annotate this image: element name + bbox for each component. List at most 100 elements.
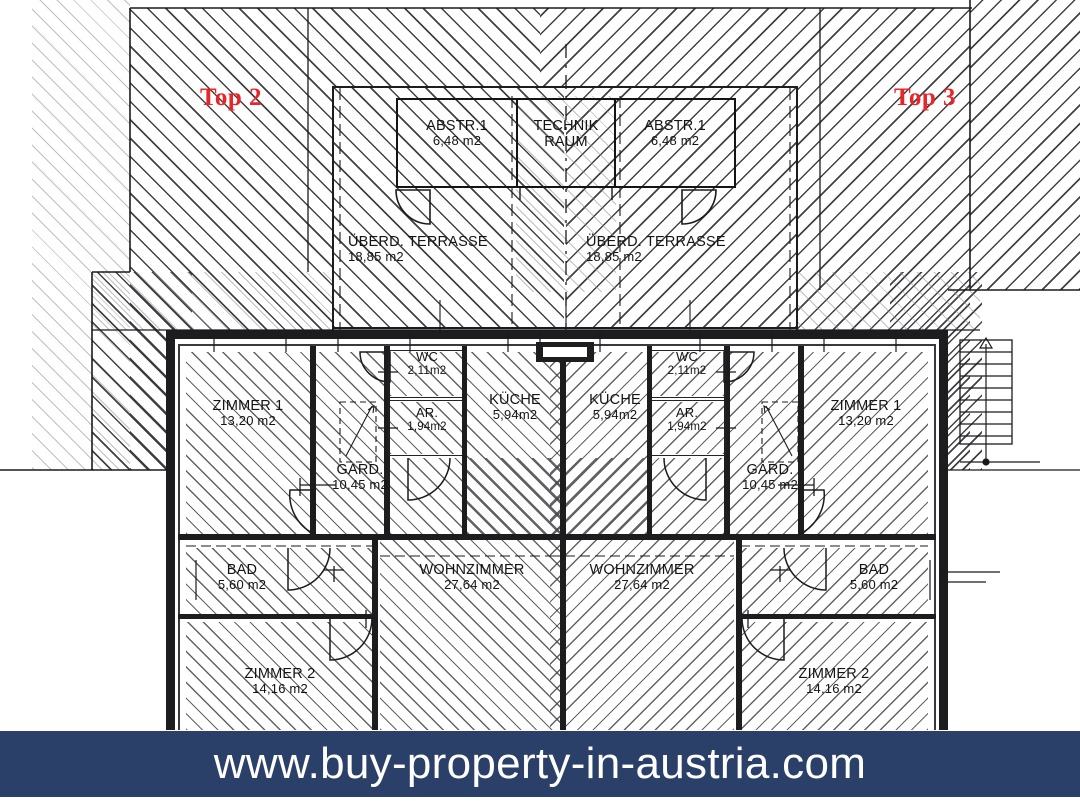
label-terrasse-left: ÜBERD. TERRASSE 18,85 m2 bbox=[348, 234, 548, 265]
room-area: 13,20 m2 bbox=[838, 413, 894, 429]
room-name-line2: RAUM bbox=[544, 134, 588, 151]
label-abstr-left: ABSTR.1 6,48 m2 bbox=[396, 118, 518, 149]
label-wohnzimmer-left: WOHNZIMMER 27,64 m2 bbox=[380, 562, 564, 593]
room-area: 1,94m2 bbox=[667, 420, 707, 433]
room-area: 1,94m2 bbox=[407, 420, 447, 433]
fill-bad-right bbox=[740, 548, 928, 616]
terrace-outer-right bbox=[796, 86, 798, 330]
fill-zimmer1-left bbox=[186, 352, 310, 534]
room-abstr-right bbox=[614, 98, 736, 188]
fill-gard-right bbox=[728, 352, 800, 534]
fill-ar-left bbox=[390, 402, 462, 454]
fill-gard-left bbox=[314, 352, 386, 534]
room-name: BAD bbox=[226, 562, 258, 578]
label-kueche-right: KÜCHE 5,94m2 bbox=[566, 392, 664, 423]
label-terrasse-right: ÜBERD. TERRASSE 18,85 m2 bbox=[586, 234, 786, 265]
room-name: ZIMMER 1 bbox=[830, 398, 902, 414]
room-name: ZIMMER 2 bbox=[798, 666, 870, 682]
wall-zimmer1-left-right bbox=[310, 346, 316, 536]
wall-kueche-left bbox=[462, 346, 467, 536]
room-name: BAD bbox=[858, 562, 890, 578]
watermark-url: www.buy-property-in-austria.com bbox=[213, 739, 867, 788]
room-area: 6,48 m2 bbox=[650, 133, 700, 149]
room-name: WOHNZIMMER bbox=[419, 562, 525, 578]
fill-ar-right bbox=[652, 402, 724, 454]
fill-gard-right-lower bbox=[550, 458, 724, 534]
room-name: ZIMMER 1 bbox=[212, 398, 284, 414]
label-zimmer2-right: ZIMMER 2 14,16 m2 bbox=[740, 666, 928, 697]
shell-wall-right bbox=[939, 330, 948, 730]
room-area: 5,94m2 bbox=[592, 407, 638, 423]
room-name: KÜCHE bbox=[589, 392, 641, 408]
label-technik-raum: TECHNIK RAUM bbox=[512, 118, 620, 150]
terrace-outer-top bbox=[332, 86, 798, 88]
shell-wall-left bbox=[166, 330, 175, 730]
wall-gard-right-left bbox=[724, 346, 730, 536]
room-name: ÜBERD. TERRASSE bbox=[586, 234, 726, 250]
room-name: WC bbox=[415, 349, 439, 364]
label-abstr-right: ABSTR.1 6,48 m2 bbox=[614, 118, 736, 149]
room-name: AR. bbox=[415, 405, 439, 420]
wall-left-midhoriz bbox=[178, 534, 566, 540]
label-ar-left: AR. 1,94m2 bbox=[388, 405, 466, 433]
label-kueche-left: KÜCHE 5,94m2 bbox=[466, 392, 564, 423]
fill-wohnzimmer-left bbox=[380, 540, 564, 730]
room-area: 2,11m2 bbox=[667, 364, 707, 377]
label-bad-left: BAD 5,60 m2 bbox=[186, 562, 298, 593]
room-area: 2,11m2 bbox=[407, 364, 447, 377]
terrace-outer-left bbox=[332, 86, 334, 330]
room-name: AR. bbox=[675, 405, 699, 420]
wall-bad-left-right bbox=[372, 540, 378, 730]
room-name: ZIMMER 2 bbox=[244, 666, 316, 682]
room-area: 5,60 m2 bbox=[849, 577, 899, 593]
room-area: 13,20 m2 bbox=[220, 413, 276, 429]
wall-bad-right-bottom bbox=[740, 614, 936, 619]
room-area: 27,64 m2 bbox=[444, 577, 500, 593]
site-hatch-right bbox=[970, 0, 1080, 290]
label-gard-left: GARD. 10,45 m2 bbox=[300, 462, 420, 493]
room-name: ABSTR.1 bbox=[426, 118, 488, 134]
fill-wohnzimmer-right bbox=[550, 540, 734, 730]
void-top-left bbox=[0, 0, 32, 470]
room-area: 5,94m2 bbox=[492, 407, 538, 423]
room-area: 27,64 m2 bbox=[614, 577, 670, 593]
label-wc-left: WC 2,11m2 bbox=[388, 349, 466, 377]
room-area: 18,85 m2 bbox=[586, 249, 642, 265]
room-name: KÜCHE bbox=[489, 392, 541, 408]
room-name: GARD. bbox=[336, 462, 384, 478]
wall-bad-right-left bbox=[736, 540, 742, 730]
room-name: ÜBERD. TERRASSE bbox=[348, 234, 488, 250]
room-area: 6,48 m2 bbox=[432, 133, 482, 149]
fill-wc-left bbox=[390, 352, 462, 396]
label-bad-right: BAD 5,60 m2 bbox=[818, 562, 930, 593]
room-name: ABSTR.1 bbox=[644, 118, 706, 134]
fill-bad-left bbox=[186, 548, 374, 616]
label-zimmer1-left: ZIMMER 1 13,20 m2 bbox=[186, 398, 310, 429]
room-name: GARD. bbox=[746, 462, 794, 478]
room-name: WC bbox=[675, 349, 699, 364]
room-area: 18,85 m2 bbox=[348, 249, 404, 265]
wall-bad-left-bottom bbox=[178, 614, 374, 619]
unit-marker-top2: Top 2 bbox=[200, 84, 263, 111]
room-name: TECHNIK bbox=[533, 118, 599, 134]
label-zimmer2-left: ZIMMER 2 14,16 m2 bbox=[186, 666, 374, 697]
label-wc-right: WC 2,11m2 bbox=[648, 349, 726, 377]
label-gard-right: GARD. 10,45 m2 bbox=[710, 462, 830, 493]
fill-wc-right bbox=[652, 352, 724, 396]
wall-zimmer1-right-left bbox=[798, 346, 804, 536]
room-area: 10,45 m2 bbox=[332, 477, 388, 493]
unit-marker-top3: Top 3 bbox=[894, 84, 957, 111]
shell-wall-top bbox=[166, 330, 948, 339]
label-zimmer1-right: ZIMMER 1 13,20 m2 bbox=[804, 398, 928, 429]
watermark-banner: www.buy-property-in-austria.com bbox=[0, 731, 1080, 797]
wall-kueche-right bbox=[647, 346, 652, 536]
wall-gard-left-right bbox=[384, 346, 390, 536]
room-area: 14,16 m2 bbox=[806, 681, 862, 697]
room-area: 10,45 m2 bbox=[742, 477, 798, 493]
label-ar-right: AR. 1,94m2 bbox=[648, 405, 726, 433]
label-wohnzimmer-right: WOHNZIMMER 27,64 m2 bbox=[550, 562, 734, 593]
room-area: 5,60 m2 bbox=[217, 577, 267, 593]
room-area: 14,16 m2 bbox=[252, 681, 308, 697]
fill-zimmer1-right bbox=[804, 352, 928, 534]
